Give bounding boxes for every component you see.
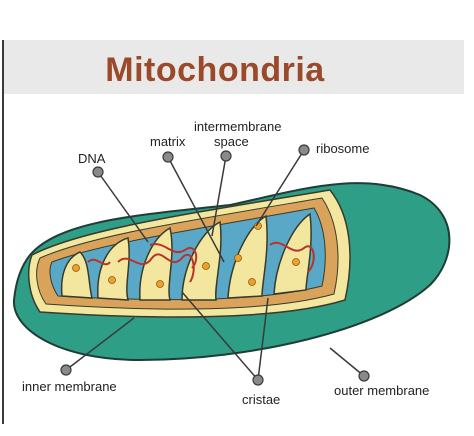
label-dna: DNA <box>78 151 106 166</box>
label-dots <box>60 144 370 386</box>
label-matrix: matrix <box>150 134 186 149</box>
pointer-lines <box>65 149 365 381</box>
label-outer-membrane: outer membrane <box>334 383 430 398</box>
page-title: Mitochondria <box>105 51 325 89</box>
label-inner-membrane: inner membrane <box>22 379 117 394</box>
dna-strands <box>87 241 315 283</box>
label-cristae: cristae <box>242 392 281 407</box>
label-ribosome: ribosome <box>316 141 370 156</box>
title-band <box>4 40 464 94</box>
label-intermembrane: intermembrane <box>194 119 282 134</box>
ribosomes <box>72 222 300 288</box>
label-intermembrane-space: space <box>214 134 249 149</box>
